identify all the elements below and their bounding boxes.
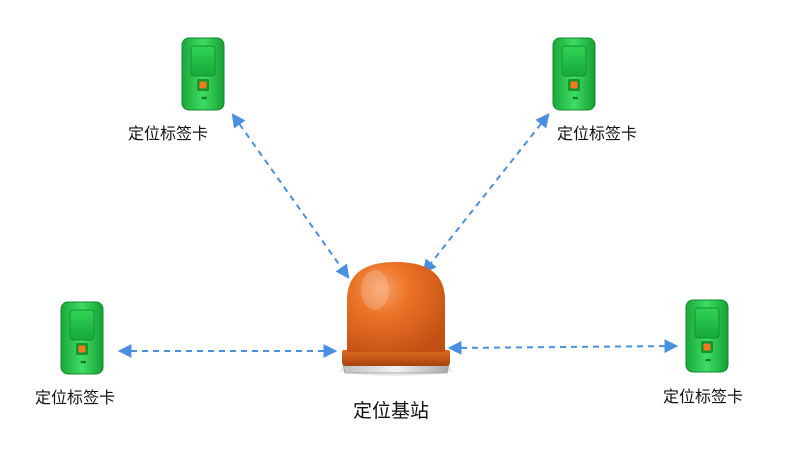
tag-card-top-left: [181, 37, 225, 111]
tag-card-right: [685, 299, 729, 373]
base-station-device: [340, 262, 452, 376]
tag-card-top-right: [552, 37, 596, 111]
tag-label-right: 定位标签卡: [663, 387, 744, 406]
arrow-top-left-to-base: [231, 113, 350, 279]
tag-label-top-right: 定位标签卡: [557, 124, 638, 143]
base-station-label: 定位基站: [353, 400, 430, 422]
tag-card-left: [60, 301, 104, 375]
arrow-right-to-base: [447, 339, 679, 355]
tag-label-top-left: 定位标签卡: [128, 124, 209, 143]
arrow-top-right-to-base: [422, 113, 550, 274]
connection-arrows: [117, 113, 679, 358]
tag-label-left: 定位标签卡: [35, 388, 116, 407]
